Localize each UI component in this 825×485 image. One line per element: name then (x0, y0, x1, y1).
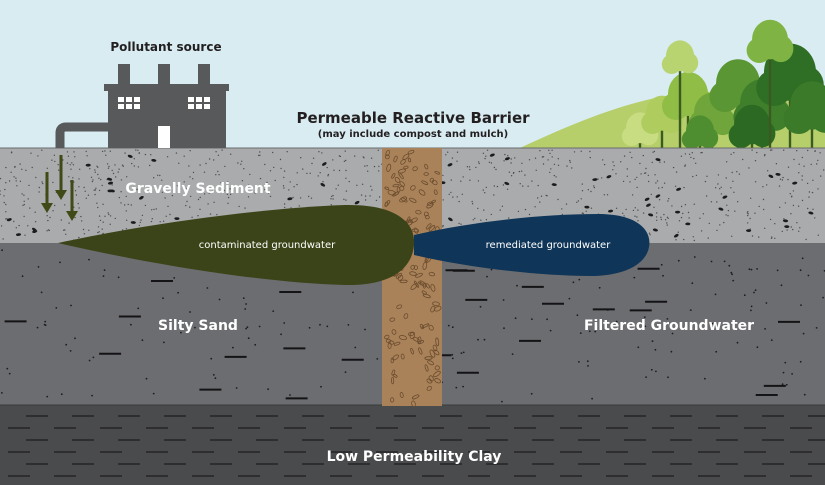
contaminated-plume (58, 204, 415, 286)
remediated-plume (414, 214, 650, 276)
filtered-label: Filtered Groundwater (584, 318, 754, 334)
gravel-pebbles (6, 153, 814, 238)
clay-texture (8, 415, 825, 477)
pollutant-source-label: Pollutant source (110, 40, 221, 54)
remediated-label: remediated groundwater (486, 240, 612, 251)
barrier-texture (383, 149, 442, 408)
tree-icon (621, 19, 825, 149)
sand-dashes (4, 267, 800, 400)
gravelly-sediment-label: Gravelly Sediment (125, 181, 271, 197)
clay-layer (0, 405, 825, 485)
down-arrow-icon (41, 155, 78, 221)
factory-icon (55, 64, 229, 148)
clay-label: Low Permeability Clay (327, 449, 502, 465)
barrier-subtitle: (may include compost and mulch) (318, 129, 508, 140)
silty-sand-label: Silty Sand (158, 318, 238, 334)
barrier-title: Permeable Reactive Barrier (296, 109, 530, 127)
contaminated-label: contaminated groundwater (199, 240, 336, 251)
